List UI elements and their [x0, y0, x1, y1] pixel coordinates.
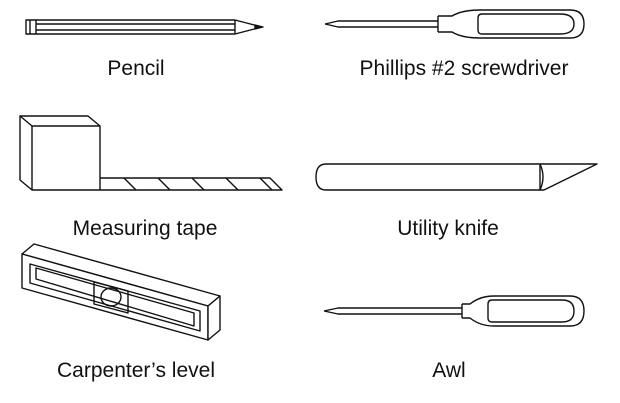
awl-label: Awl: [432, 359, 466, 382]
carpenters-level-label: Carpenter’s level: [57, 359, 215, 382]
utility-knife-label: Utility knife: [397, 217, 499, 240]
screwdriver-label: Phillips #2 screwdriver: [359, 57, 569, 80]
pencil-label: Pencil: [107, 57, 165, 80]
measuring-tape-label: Measuring tape: [72, 217, 218, 240]
